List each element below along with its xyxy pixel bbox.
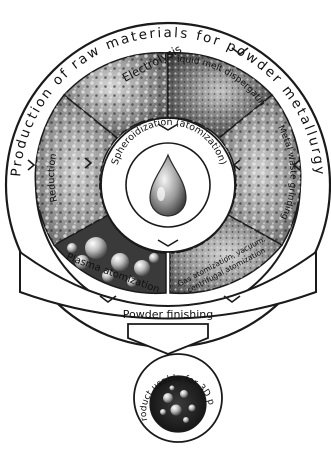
down-arrow-icon [128, 324, 208, 354]
droplet-highlight [157, 187, 165, 201]
powder-finishing-label: Powder finishing [123, 308, 213, 321]
